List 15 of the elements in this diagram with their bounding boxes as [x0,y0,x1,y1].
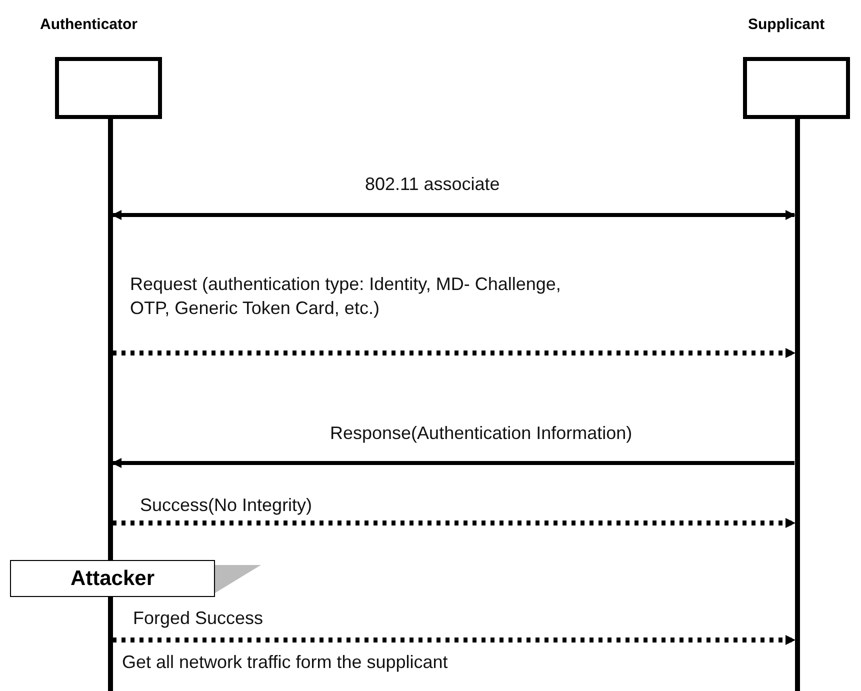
message-arrow [112,518,796,528]
message-arrow [112,635,796,645]
message-label: 802.11 associate [365,173,500,196]
actor-name: Attacker [70,566,155,590]
note-text: Get all network traffic form the supplicant [122,651,448,674]
message-label: Response(Authentication Information) [330,422,632,445]
message-arrow [112,348,796,358]
participant-label: Supplicant [748,16,825,33]
message-label: Forged Success [133,607,264,630]
message-label: Request (authentication type: Identity, MD- Challenge, OTP, Generic Token Card, etc.) [130,273,562,320]
message-arrow [112,458,794,468]
participant-label: Authenticator [40,16,138,33]
actor-box [10,560,215,597]
message-arrow [112,210,796,220]
message-label: Success(No Integrity) [140,494,312,517]
